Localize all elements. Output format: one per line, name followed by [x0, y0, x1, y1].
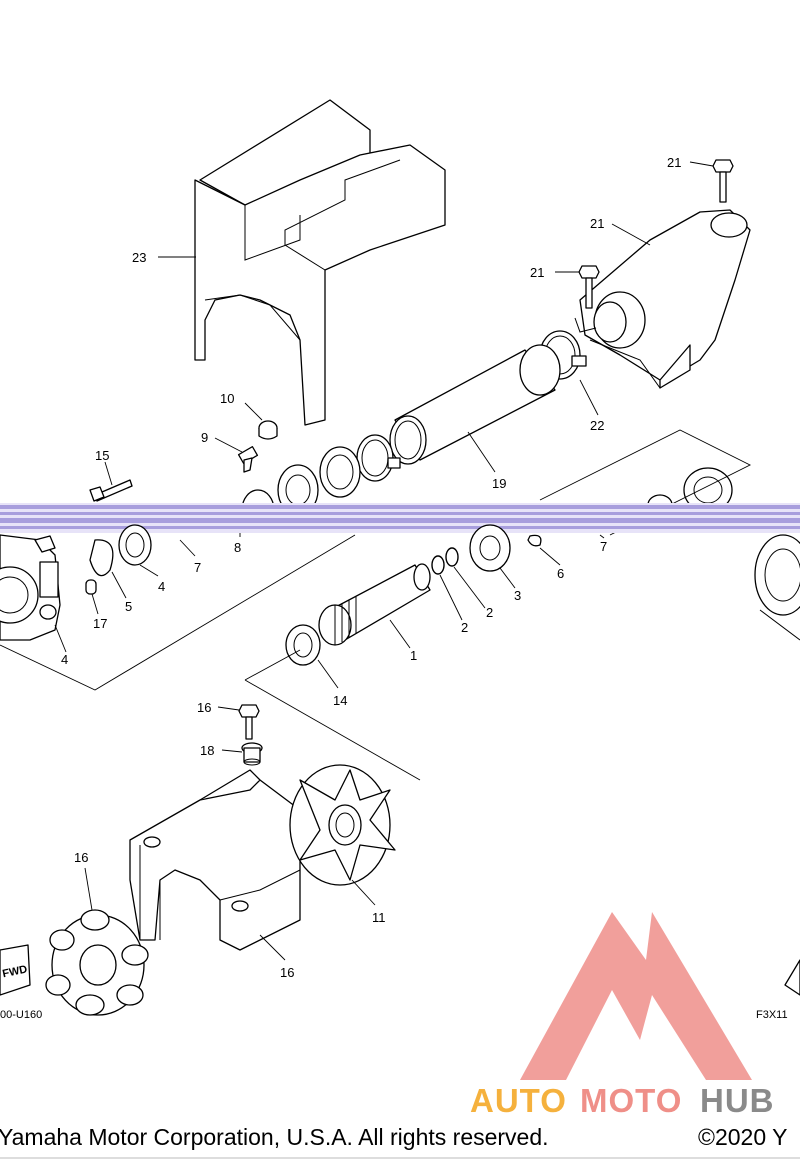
footer-year: ©2020 Y — [698, 1124, 787, 1150]
callout-6: 7 — [600, 539, 607, 554]
callout-12: 14 — [333, 693, 347, 708]
callout-13: 15 — [95, 448, 109, 463]
housing-right-partial — [754, 534, 800, 641]
part-20-steering-nozzle — [574, 209, 751, 389]
callout-19: 19 — [492, 476, 506, 491]
callout-21-lower: 21 — [530, 265, 544, 280]
part-9-grease-nipple — [237, 446, 259, 473]
part-5-circlip-right — [527, 534, 542, 547]
fwd-arrow-badge: FWD — [0, 944, 31, 996]
wordmark-hub: HUB — [700, 1082, 775, 1119]
part-19-water-hose — [389, 344, 561, 465]
callout-7: 7 — [194, 560, 201, 575]
callout-5-right: 6 — [557, 566, 564, 581]
part-13-bolt — [89, 479, 133, 502]
part-1-drive-shaft — [318, 563, 431, 646]
callout-4-left: 4 — [158, 579, 165, 594]
callout-1: 1 — [410, 648, 417, 663]
callout-17: 17 — [93, 616, 107, 631]
part-4-seal-left — [118, 524, 152, 566]
part-4-seal-center — [469, 524, 511, 572]
part-18-collar — [241, 742, 263, 766]
callout-10: 10 — [220, 391, 234, 406]
part-3-housing — [0, 534, 61, 641]
callout-21-upper: 21 — [667, 155, 681, 170]
diagram-code-right: F3X11 — [756, 1009, 788, 1021]
automotohub-wordmark: AUTO MOTO HUB — [470, 1082, 775, 1119]
scanline-glitch-band — [0, 503, 800, 533]
part-11-coupling — [289, 764, 396, 886]
diagram-code-left: 00-U160 — [0, 1009, 42, 1021]
fwd-label: FWD — [1, 963, 28, 980]
callout-15: 16 — [280, 965, 294, 980]
callout-16: 16 — [74, 850, 88, 865]
part-21-bolt-upper — [712, 159, 734, 203]
callout-2b: 2 — [486, 605, 493, 620]
callout-3: 4 — [61, 652, 68, 667]
automotohub-logo-mark — [520, 912, 752, 1080]
callout-14: 16 — [197, 700, 211, 715]
footer-copyright: Yamaha Motor Corporation, U.S.A. All rig… — [0, 1124, 549, 1150]
callout-5-left: 5 — [125, 599, 132, 614]
callout-22: 22 — [590, 418, 604, 433]
part-5-circlip-left — [89, 539, 114, 577]
part-10-cap — [258, 420, 278, 440]
wordmark-auto: AUTO — [470, 1082, 567, 1119]
seal-upper-a — [319, 446, 361, 498]
callout-4-center: 3 — [514, 588, 521, 603]
callout-11: 11 — [372, 910, 386, 925]
part-2-o-ring-b — [445, 547, 459, 567]
part-14-bolt — [238, 704, 260, 740]
callout-2a: 2 — [461, 620, 468, 635]
part-17-dowel-pin — [85, 579, 97, 595]
callout-18: 18 — [200, 743, 214, 758]
fwd-arrow-badge-right — [784, 959, 800, 996]
part-16-rubber-damper — [45, 909, 149, 1016]
part-15-coupling-cover — [129, 769, 301, 951]
part-2-o-ring-a — [431, 555, 445, 575]
callout-23: 23 — [132, 250, 146, 265]
hose-clamp-lower — [356, 434, 401, 482]
part-12-spacer — [285, 624, 321, 666]
callout-8: 8 — [234, 540, 241, 555]
part-23-support-bracket — [194, 99, 446, 426]
wordmark-moto: MOTO — [580, 1082, 682, 1119]
callout-20: 21 — [590, 216, 604, 231]
callout-9: 9 — [201, 430, 208, 445]
